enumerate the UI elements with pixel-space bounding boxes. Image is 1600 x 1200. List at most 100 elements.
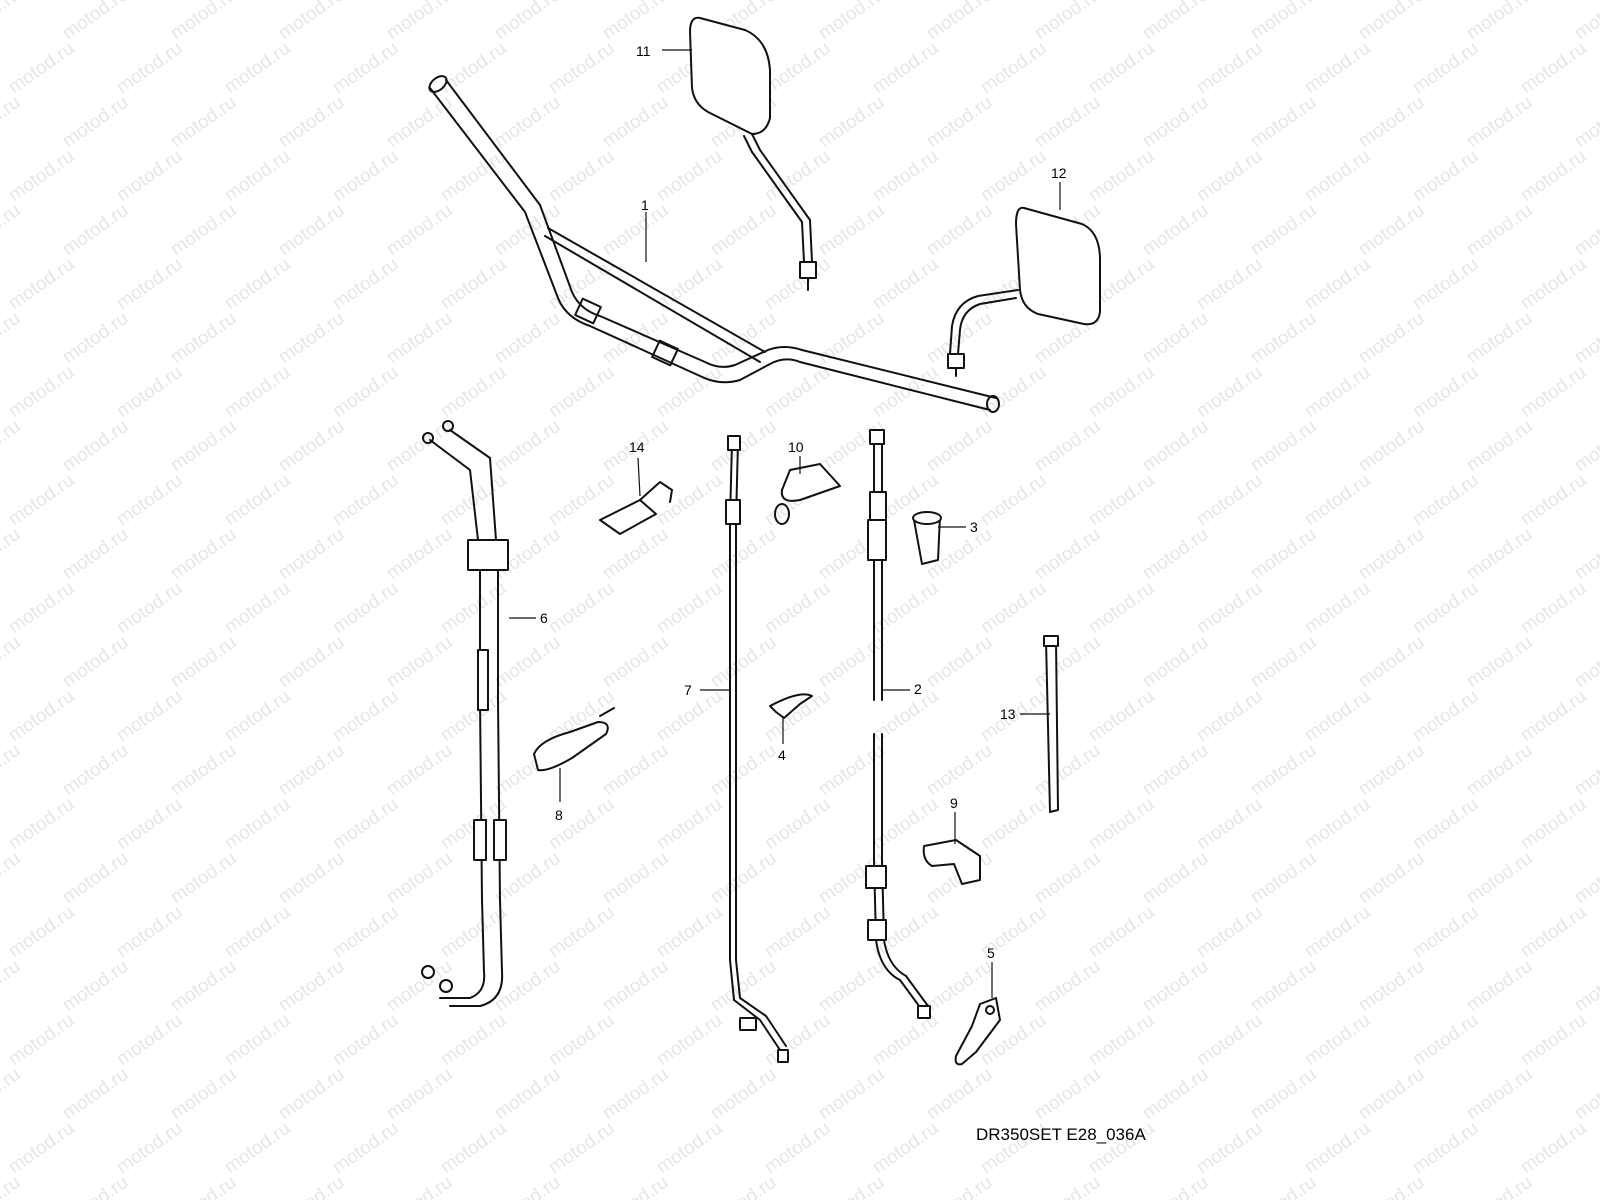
watermark-text: motod.ru bbox=[167, 1172, 240, 1200]
watermark-text: motod.ru bbox=[1247, 416, 1320, 476]
watermark-text: motod.ru bbox=[1085, 902, 1158, 962]
watermark-text: motod.ru bbox=[869, 362, 942, 422]
watermark-text: motod.ru bbox=[1571, 524, 1600, 584]
watermark-text: motod.ru bbox=[923, 1172, 996, 1200]
watermark-text: motod.ru bbox=[545, 38, 618, 98]
watermark-text: motod.ru bbox=[329, 254, 402, 314]
callout-10: 10 bbox=[788, 439, 804, 455]
watermark-text: motod.ru bbox=[1463, 308, 1536, 368]
watermark-text: motod.ru bbox=[0, 740, 24, 800]
watermark-text: motod.ru bbox=[1355, 848, 1428, 908]
callout-labels: 1 2 3 4 5 6 7 8 9 10 11 12 13 14 bbox=[540, 43, 1067, 961]
watermark-text: motod.ru bbox=[869, 38, 942, 98]
watermark-text: motod.ru bbox=[113, 794, 186, 854]
callout-9: 9 bbox=[950, 795, 958, 811]
watermark-text: motod.ru bbox=[599, 1064, 672, 1124]
watermark-text: motod.ru bbox=[923, 740, 996, 800]
watermark-text: motod.ru bbox=[167, 1064, 240, 1124]
watermark-text: motod.ru bbox=[977, 146, 1050, 206]
watermark-text: motod.ru bbox=[59, 1064, 132, 1124]
watermark-text: motod.ru bbox=[1409, 1118, 1482, 1178]
watermark-text: motod.ru bbox=[1409, 38, 1482, 98]
watermark-text: motod.ru bbox=[167, 416, 240, 476]
watermark-text: motod.ru bbox=[1139, 740, 1212, 800]
watermark-text: motod.ru bbox=[599, 200, 672, 260]
watermark-text: motod.ru bbox=[1571, 308, 1600, 368]
watermark-text: motod.ru bbox=[5, 146, 78, 206]
watermark-text: motod.ru bbox=[1463, 956, 1536, 1016]
watermark-text: motod.ru bbox=[761, 38, 834, 98]
watermark-text: motod.ru bbox=[977, 38, 1050, 98]
watermark-text: motod.ru bbox=[653, 902, 726, 962]
callout-6: 6 bbox=[540, 610, 548, 626]
watermark-text: motod.ru bbox=[1355, 416, 1428, 476]
watermark-text: motod.ru bbox=[1031, 1172, 1104, 1200]
watermark-text: motod.ru bbox=[1571, 416, 1600, 476]
watermark-text: motod.ru bbox=[59, 416, 132, 476]
watermark-text: motod.ru bbox=[113, 362, 186, 422]
watermark-text: motod.ru bbox=[1085, 686, 1158, 746]
watermark-text: motod.ru bbox=[113, 254, 186, 314]
throttle-cable-part bbox=[421, 420, 509, 1007]
watermark-text: motod.ru bbox=[815, 0, 888, 44]
watermark-text: motod.ru bbox=[1085, 470, 1158, 530]
watermark-text: motod.ru bbox=[1193, 362, 1266, 422]
watermark-text: motod.ru bbox=[167, 632, 240, 692]
callout-2: 2 bbox=[914, 681, 922, 697]
watermark-text: motod.ru bbox=[1409, 902, 1482, 962]
watermark-text: motod.ru bbox=[977, 794, 1050, 854]
watermark-text: motod.ru bbox=[221, 254, 294, 314]
watermark-text: motod.ru bbox=[167, 0, 240, 44]
watermark-text: motod.ru bbox=[5, 362, 78, 422]
watermark-text: motod.ru bbox=[383, 416, 456, 476]
grip-rubber-part bbox=[912, 511, 942, 565]
watermark-text: motod.ru bbox=[1247, 524, 1320, 584]
watermark-text: motod.ru bbox=[113, 146, 186, 206]
watermark-text: motod.ru bbox=[1571, 1064, 1600, 1124]
watermark-text: motod.ru bbox=[923, 632, 996, 692]
watermark-text: motod.ru bbox=[1517, 686, 1590, 746]
watermark-text: motod.ru bbox=[815, 1064, 888, 1124]
watermark-text: motod.ru bbox=[437, 38, 510, 98]
watermark-text: motod.ru bbox=[1139, 848, 1212, 908]
lever-bracket-part bbox=[954, 997, 1001, 1066]
watermark-text: motod.ru bbox=[113, 578, 186, 638]
watermark-text: motod.ru bbox=[1247, 1172, 1320, 1200]
watermark-text: motod.ru bbox=[1139, 956, 1212, 1016]
watermark-text: motod.ru bbox=[1139, 308, 1212, 368]
watermark-text: motod.ru bbox=[1409, 470, 1482, 530]
watermark-text: motod.ru bbox=[1247, 632, 1320, 692]
watermark-text: motod.ru bbox=[1355, 308, 1428, 368]
watermark-text: motod.ru bbox=[1517, 146, 1590, 206]
watermark-text: motod.ru bbox=[1193, 254, 1266, 314]
watermark-text: motod.ru bbox=[329, 686, 402, 746]
watermark-text: motod.ru bbox=[1085, 1010, 1158, 1070]
watermark-text: motod.ru bbox=[329, 1010, 402, 1070]
watermark-text: motod.ru bbox=[275, 956, 348, 1016]
watermark-text: motod.ru bbox=[1193, 1118, 1266, 1178]
watermark-text: motod.ru bbox=[653, 470, 726, 530]
watermark-text: motod.ru bbox=[221, 470, 294, 530]
watermark-text: motod.ru bbox=[1517, 1118, 1590, 1178]
clutch-cable-part bbox=[865, 429, 931, 1019]
watermark-text: motod.ru bbox=[113, 1118, 186, 1178]
watermark-text: motod.ru bbox=[275, 92, 348, 152]
watermark-text: motod.ru bbox=[815, 416, 888, 476]
watermark-text: motod.ru bbox=[1193, 902, 1266, 962]
watermark-text: motod.ru bbox=[1031, 416, 1104, 476]
watermark-text: motod.ru bbox=[1247, 0, 1320, 44]
watermark-text: motod.ru bbox=[491, 1172, 564, 1200]
watermark-text: motod.ru bbox=[383, 308, 456, 368]
right-mirror-part bbox=[947, 206, 1101, 377]
watermark-text: motod.ru bbox=[167, 92, 240, 152]
watermark-text: motod.ru bbox=[383, 524, 456, 584]
watermark-text: motod.ru bbox=[707, 1172, 780, 1200]
watermark-text: motod.ru bbox=[329, 1118, 402, 1178]
watermark-text: motod.ru bbox=[59, 308, 132, 368]
watermark-text: motod.ru bbox=[5, 794, 78, 854]
watermark-text: motod.ru bbox=[275, 1172, 348, 1200]
watermark-text: motod.ru bbox=[869, 686, 942, 746]
watermark-text: motod.ru bbox=[383, 200, 456, 260]
callout-13: 13 bbox=[1000, 706, 1016, 722]
watermark-text: motod.ru bbox=[1517, 794, 1590, 854]
